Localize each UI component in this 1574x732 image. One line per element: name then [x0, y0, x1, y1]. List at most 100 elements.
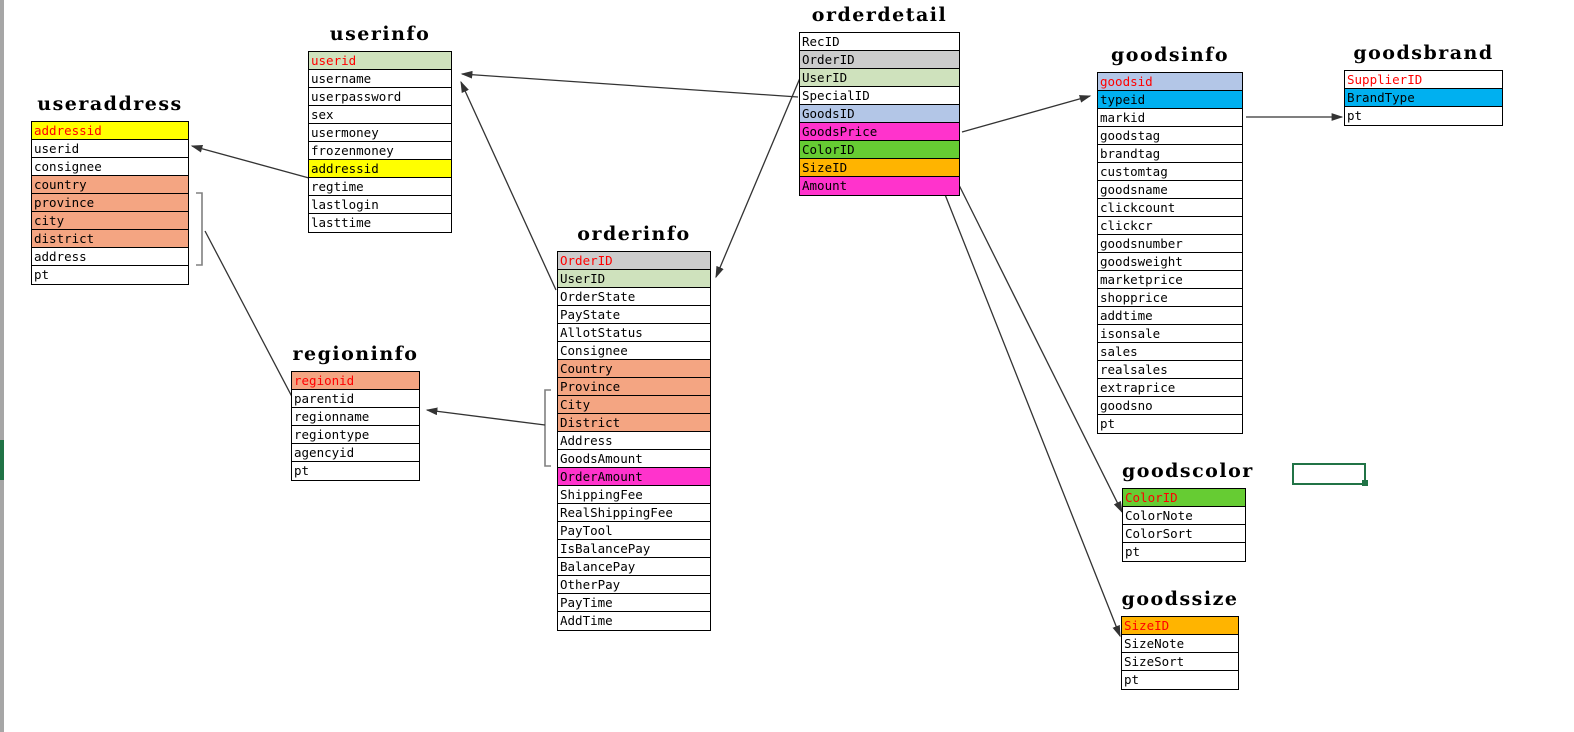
field-row[interactable]: SizeID [1122, 617, 1238, 635]
field-row[interactable]: OrderState [558, 288, 710, 306]
field-row[interactable]: City [558, 396, 710, 414]
field-row[interactable]: shopprice [1098, 289, 1242, 307]
field-row[interactable]: extraprice [1098, 379, 1242, 397]
field-row[interactable]: SizeID [800, 159, 959, 177]
field-row[interactable]: RealShippingFee [558, 504, 710, 522]
field-row[interactable]: Consignee [558, 342, 710, 360]
field-row[interactable]: goodsweight [1098, 253, 1242, 271]
field-row[interactable]: marketprice [1098, 271, 1242, 289]
field-row[interactable]: AddTime [558, 612, 710, 630]
field-row[interactable]: UserID [558, 270, 710, 288]
field-row[interactable]: goodsnumber [1098, 235, 1242, 253]
field-row[interactable]: addressid [309, 160, 451, 178]
field-row[interactable]: district [32, 230, 188, 248]
field-row[interactable]: SizeSort [1122, 653, 1238, 671]
field-row[interactable]: GoodsPrice [800, 123, 959, 141]
field-row[interactable]: lastlogin [309, 196, 451, 214]
field-row[interactable]: addressid [32, 122, 188, 140]
field-row[interactable]: country [32, 176, 188, 194]
field-row[interactable]: goodsno [1098, 397, 1242, 415]
field-row[interactable]: customtag [1098, 163, 1242, 181]
field-row[interactable]: ColorID [1123, 489, 1245, 507]
field-row[interactable]: BrandType [1345, 89, 1502, 107]
field-row[interactable]: SupplierID [1345, 71, 1502, 89]
field-row[interactable]: pt [32, 266, 188, 284]
field-row[interactable]: ShippingFee [558, 486, 710, 504]
field-row[interactable]: GoodsID [800, 105, 959, 123]
field-row[interactable]: PayState [558, 306, 710, 324]
field-row[interactable]: typeid [1098, 91, 1242, 109]
selection-fill-handle[interactable] [1362, 480, 1368, 486]
field-row[interactable]: address [32, 248, 188, 266]
field-row[interactable]: pt [1122, 671, 1238, 689]
field-row[interactable]: pt [1098, 415, 1242, 433]
field-row[interactable]: OtherPay [558, 576, 710, 594]
field-row[interactable]: usermoney [309, 124, 451, 142]
field-row[interactable]: Province [558, 378, 710, 396]
field-row[interactable]: Amount [800, 177, 959, 195]
field-row[interactable]: regionname [292, 408, 419, 426]
field-row[interactable]: PayTime [558, 594, 710, 612]
field-row[interactable]: BalancePay [558, 558, 710, 576]
field-row[interactable]: PayTool [558, 522, 710, 540]
selected-cell[interactable] [1292, 463, 1366, 485]
field-row[interactable]: province [32, 194, 188, 212]
field-row[interactable]: OrderAmount [558, 468, 710, 486]
field-row[interactable]: markid [1098, 109, 1242, 127]
field-row[interactable]: GoodsAmount [558, 450, 710, 468]
field-row[interactable]: clickcount [1098, 199, 1242, 217]
field-row[interactable]: ColorNote [1123, 507, 1245, 525]
field-row[interactable]: goodsid [1098, 73, 1242, 91]
field-row[interactable]: addtime [1098, 307, 1242, 325]
field-row[interactable]: realsales [1098, 361, 1242, 379]
field-row[interactable]: SizeNote [1122, 635, 1238, 653]
field-row[interactable]: pt [1345, 107, 1502, 125]
field-row[interactable]: sales [1098, 343, 1242, 361]
field-row[interactable]: RecID [800, 33, 959, 51]
field-row[interactable]: pt [292, 462, 419, 480]
field-row[interactable]: ColorID [800, 141, 959, 159]
field-row[interactable]: Country [558, 360, 710, 378]
field-row[interactable]: consignee [32, 158, 188, 176]
field-row[interactable]: goodstag [1098, 127, 1242, 145]
field-row[interactable]: Address [558, 432, 710, 450]
field-row[interactable]: agencyid [292, 444, 419, 462]
field-row[interactable]: parentid [292, 390, 419, 408]
field-row[interactable]: username [309, 70, 451, 88]
field-row[interactable]: IsBalancePay [558, 540, 710, 558]
field-row[interactable]: ColorSort [1123, 525, 1245, 543]
field-row[interactable]: userid [309, 52, 451, 70]
field-row[interactable]: userpassword [309, 88, 451, 106]
field-row[interactable]: OrderID [558, 252, 710, 270]
field-row[interactable]: goodsname [1098, 181, 1242, 199]
field-row[interactable]: pt [1123, 543, 1245, 561]
field-row[interactable]: brandtag [1098, 145, 1242, 163]
field-row[interactable]: city [32, 212, 188, 230]
field-row[interactable]: regionid [292, 372, 419, 390]
field-row[interactable]: sex [309, 106, 451, 124]
field-row[interactable]: OrderID [800, 51, 959, 69]
field-row[interactable]: District [558, 414, 710, 432]
field-row[interactable]: isonsale [1098, 325, 1242, 343]
field-row[interactable]: regiontype [292, 426, 419, 444]
vertical-scrollbar-edge[interactable] [0, 0, 4, 732]
field-row[interactable]: userid [32, 140, 188, 158]
field-row[interactable]: SpecialID [800, 87, 959, 105]
field-row[interactable]: AllotStatus [558, 324, 710, 342]
field-row[interactable]: regtime [309, 178, 451, 196]
field-row[interactable]: lasttime [309, 214, 451, 232]
field-row[interactable]: frozenmoney [309, 142, 451, 160]
field-row[interactable]: clickcr [1098, 217, 1242, 235]
field-name: Province [560, 379, 621, 394]
field-row[interactable]: UserID [800, 69, 959, 87]
